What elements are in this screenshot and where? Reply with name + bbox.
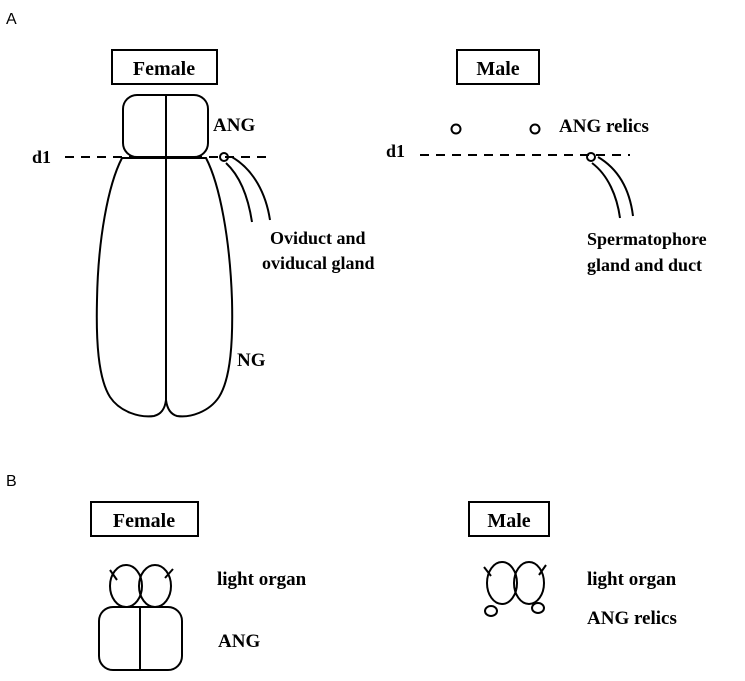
female-light-organ-right [138,564,172,608]
panel-a-letter: A [6,11,17,28]
ang-relic-left [450,123,462,135]
ang-label-a: ANG [213,115,255,136]
male-light-organ-label: light organ [587,569,677,590]
female-title-box-b [90,501,199,537]
dl-label-male: d1 [386,141,405,161]
male-light-organ-tick-right [538,564,547,576]
female-light-organ-tick-left [109,569,118,581]
oviduct-duct-outer [231,156,271,221]
female-light-organ-label: light organ [217,569,307,590]
dl-label-female: d1 [32,147,51,167]
spermatophore-duct-outer [597,156,634,217]
male-light-organ-tick-left [483,566,492,577]
ng-right-lobe [165,157,234,418]
female-light-organ-tick-right [164,568,174,579]
oviduct-duct-inner [225,162,253,223]
oviduct-label-line2: oviducal gland [262,253,375,273]
female-title-a: Female [133,58,195,80]
panel-b-letter: B [6,473,17,490]
male-title-a: Male [476,58,519,80]
male-ang-relics-label-b: ANG relics [587,608,677,629]
male-title-b: Male [487,510,530,532]
male-light-organ-left [486,561,518,605]
female-title-b: Female [113,510,175,532]
female-title-box-a [111,49,218,85]
male-title-box-a [456,49,540,85]
oviduct-opening [219,152,229,162]
male-title-box-b [468,501,550,537]
male-light-organ-right [513,561,545,605]
male-ang-relic-left [484,605,498,617]
ng-label: NG [237,350,266,371]
ng-left-lobe [95,157,167,418]
oviduct-label-line1: Oviduct and [270,228,366,248]
female-light-organ-left [109,564,143,608]
spermatophore-label-line1: Spermatophore [587,229,707,249]
spermatophore-opening [586,152,596,162]
male-ang-relic-right [531,602,545,614]
ang-relic-right [529,123,541,135]
female-ang-label-b: ANG [218,631,260,652]
ang-relics-label-a: ANG relics [559,116,649,137]
spermatophore-duct-inner [591,162,621,219]
spermatophore-label-line2: gland and duct [587,255,702,275]
